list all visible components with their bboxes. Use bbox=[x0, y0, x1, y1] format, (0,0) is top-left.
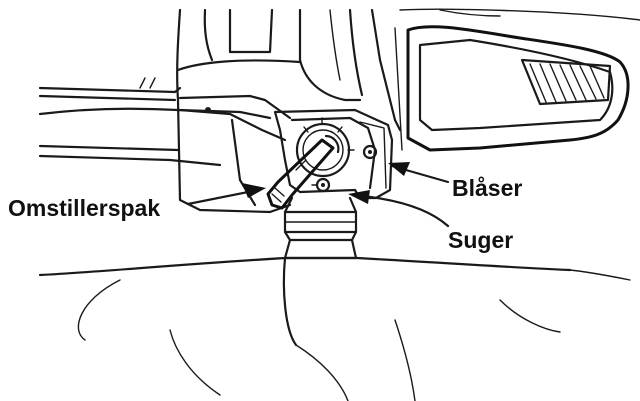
suction-position-mark bbox=[315, 177, 331, 193]
lever-label: Omstillerspak bbox=[8, 195, 160, 221]
arrow-icon bbox=[388, 162, 410, 176]
suction-leader bbox=[348, 190, 450, 228]
dial bbox=[295, 122, 351, 178]
collection-bag bbox=[38, 256, 631, 401]
blower-tube bbox=[38, 77, 292, 207]
arrow-icon bbox=[242, 183, 266, 198]
shoulder-pad bbox=[394, 8, 640, 152]
blower-position-mark bbox=[362, 144, 378, 160]
blower-leader bbox=[388, 162, 450, 184]
screw-icon bbox=[205, 107, 211, 113]
vent-grille bbox=[520, 58, 612, 106]
suction-label: Suger bbox=[448, 227, 513, 253]
valve-housing bbox=[273, 108, 394, 200]
blower-housing bbox=[176, 8, 402, 214]
switch-lever bbox=[266, 134, 340, 210]
blower-label: Blåser bbox=[452, 175, 522, 201]
arrow-icon bbox=[348, 190, 370, 204]
outlet-collar bbox=[283, 196, 358, 260]
lever-leader bbox=[186, 183, 266, 206]
